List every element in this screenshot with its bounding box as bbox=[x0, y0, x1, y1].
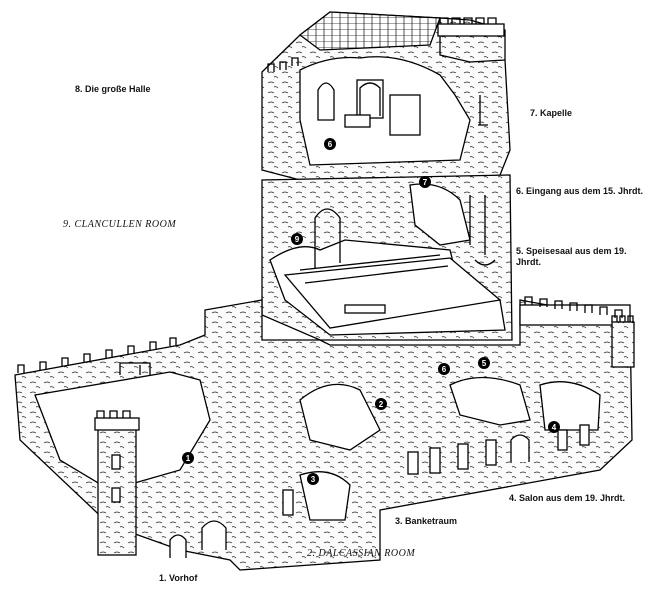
marker-1: 1 bbox=[182, 452, 194, 464]
svg-text:6: 6 bbox=[442, 365, 447, 374]
right-turret bbox=[611, 315, 635, 368]
svg-text:2: 2 bbox=[379, 400, 384, 409]
upper-keep bbox=[261, 11, 511, 181]
label-vorhof: 1. Vorhof bbox=[159, 573, 198, 583]
label-banketraum: 3. Banketraum bbox=[395, 516, 458, 526]
label-halle: 8. Die große Halle bbox=[75, 84, 151, 94]
label-kapelle: 7. Kapelle bbox=[530, 108, 573, 118]
marker-3: 3 bbox=[307, 473, 319, 485]
label-dalcassian: 2. DALCASSIAN ROOM bbox=[307, 548, 416, 559]
middle-keep bbox=[261, 174, 513, 341]
lower-wing bbox=[14, 296, 633, 571]
marker-9: 9 bbox=[291, 233, 303, 245]
marker-4: 4 bbox=[548, 421, 560, 433]
marker-5: 5 bbox=[478, 357, 490, 369]
svg-text:4: 4 bbox=[552, 423, 557, 432]
marker-7: 7 bbox=[419, 176, 431, 188]
label-eingang: 6. Eingang aus dem 15. Jhrdt. bbox=[516, 186, 644, 196]
marker-6-lower: 6 bbox=[438, 363, 450, 375]
svg-text:1: 1 bbox=[186, 454, 191, 463]
marker-6-upper: 6 bbox=[324, 138, 336, 150]
svg-text:7: 7 bbox=[423, 178, 428, 187]
label-speisesaal: 5. Speisesaal aus dem 19. Jhrdt. bbox=[516, 246, 627, 267]
marker-2: 2 bbox=[375, 398, 387, 410]
room-markers: 1 2 3 4 5 6 6 7 9 bbox=[182, 138, 560, 485]
label-clancullen: 9. CLANCULLEN ROOM bbox=[63, 219, 177, 230]
svg-text:9: 9 bbox=[295, 235, 300, 244]
svg-text:6: 6 bbox=[328, 140, 333, 149]
svg-text:3: 3 bbox=[311, 475, 316, 484]
label-salon: 4. Salon aus dem 19. Jhrdt. bbox=[509, 493, 626, 503]
svg-text:5: 5 bbox=[482, 359, 487, 368]
